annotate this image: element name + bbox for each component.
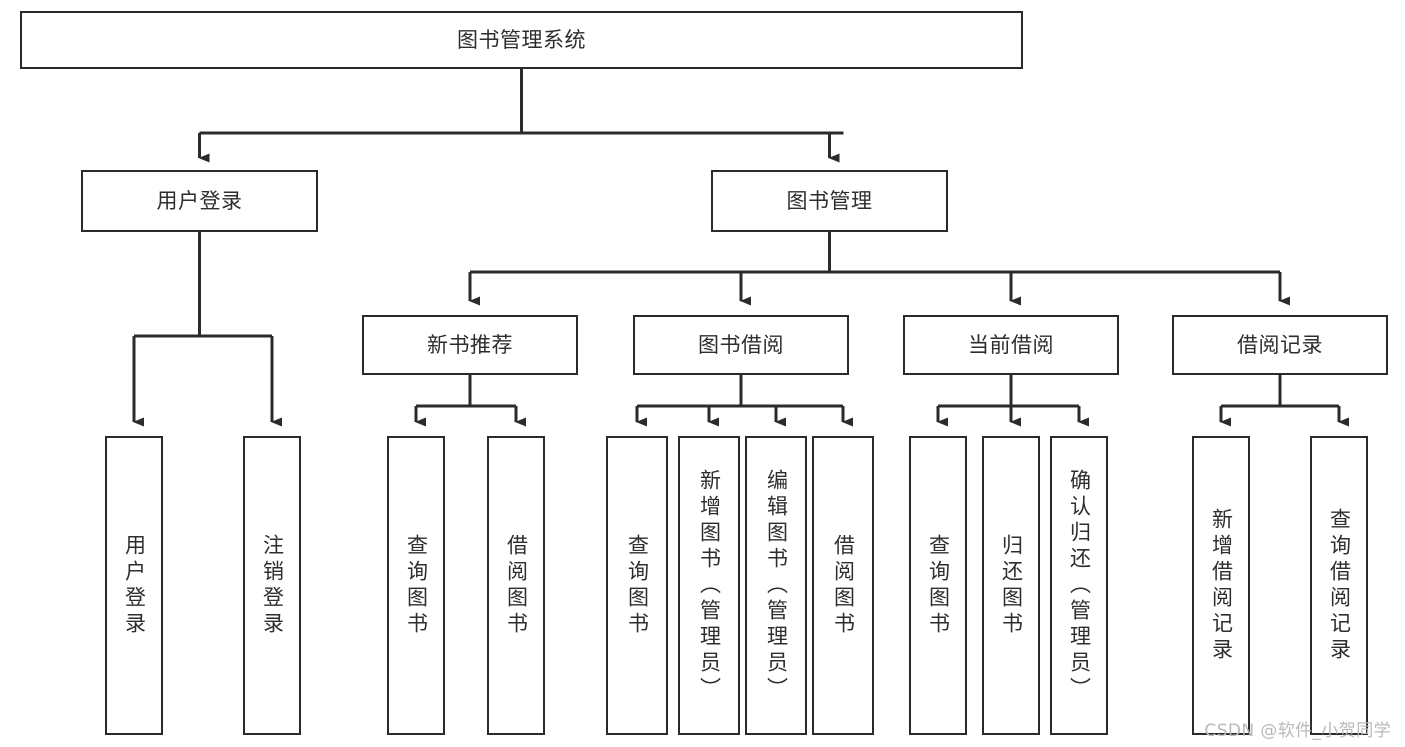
leaf-borrow-book-recommend-label: 借阅图书	[504, 533, 529, 638]
leaf-lend-book-label: 借阅图书	[831, 533, 856, 638]
leaf-add-borrow-record-label: 新增借阅记录	[1209, 507, 1234, 664]
leaf-user-logout-label: 注销登录	[260, 533, 285, 638]
leaf-user-logout[interactable]: 注销登录	[243, 436, 301, 735]
node-book-management[interactable]: 图书管理	[711, 170, 948, 232]
leaf-query-book-recommend-label: 查询图书	[404, 533, 429, 638]
leaf-edit-book-admin[interactable]: 编辑图书（管理员）	[745, 436, 807, 735]
leaf-query-borrow-record[interactable]: 查询借阅记录	[1310, 436, 1368, 735]
leaf-return-book[interactable]: 归还图书	[982, 436, 1040, 735]
node-user-login-label: 用户登录	[156, 188, 243, 213]
node-borrow-record[interactable]: 借阅记录	[1172, 315, 1388, 375]
node-new-book-recommend[interactable]: 新书推荐	[362, 315, 578, 375]
leaf-query-book-borrow[interactable]: 查询图书	[606, 436, 668, 735]
leaf-edit-book-admin-label: 编辑图书（管理员）	[764, 468, 789, 703]
watermark-text: CSDN @软件_小贺同学	[1204, 721, 1391, 741]
node-book-borrow[interactable]: 图书借阅	[633, 315, 849, 375]
node-book-management-label: 图书管理	[786, 188, 873, 213]
node-current-borrow-label: 当前借阅	[968, 332, 1054, 357]
node-book-borrow-label: 图书借阅	[698, 332, 784, 357]
leaf-borrow-book-recommend[interactable]: 借阅图书	[487, 436, 545, 735]
node-current-borrow[interactable]: 当前借阅	[903, 315, 1119, 375]
leaf-user-login[interactable]: 用户登录	[105, 436, 163, 735]
leaf-query-book-current-label: 查询图书	[926, 533, 951, 638]
leaf-confirm-return-admin-label: 确认归还（管理员）	[1067, 468, 1092, 703]
leaf-add-book-admin-label: 新增图书（管理员）	[697, 468, 722, 703]
node-root-label: 图书管理系统	[457, 27, 586, 52]
leaf-query-book-current[interactable]: 查询图书	[909, 436, 967, 735]
leaf-query-borrow-record-label: 查询借阅记录	[1327, 507, 1352, 664]
leaf-add-borrow-record[interactable]: 新增借阅记录	[1192, 436, 1250, 735]
leaf-query-book-borrow-label: 查询图书	[625, 533, 650, 638]
leaf-confirm-return-admin[interactable]: 确认归还（管理员）	[1050, 436, 1108, 735]
node-new-book-recommend-label: 新书推荐	[427, 332, 513, 357]
leaf-lend-book[interactable]: 借阅图书	[812, 436, 874, 735]
node-user-login[interactable]: 用户登录	[81, 170, 318, 232]
leaf-return-book-label: 归还图书	[999, 533, 1024, 638]
leaf-add-book-admin[interactable]: 新增图书（管理员）	[678, 436, 740, 735]
node-borrow-record-label: 借阅记录	[1237, 332, 1323, 357]
leaf-user-login-label: 用户登录	[122, 533, 147, 638]
node-root[interactable]: 图书管理系统	[20, 11, 1023, 69]
leaf-query-book-recommend[interactable]: 查询图书	[387, 436, 445, 735]
